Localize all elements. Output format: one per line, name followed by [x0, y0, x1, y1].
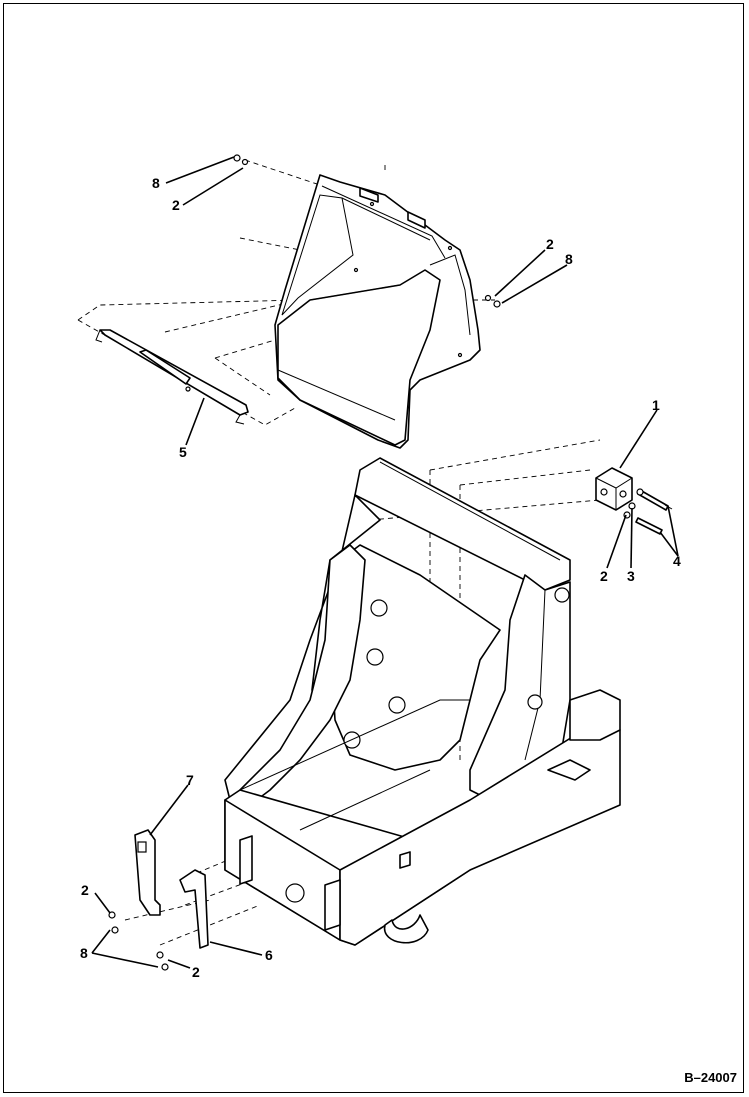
- callout-8: 8: [565, 251, 573, 267]
- drawing-frame: [3, 3, 744, 1093]
- main-frame: [224, 457, 621, 946]
- callout-8: 8: [80, 945, 88, 961]
- part-7-bracket: [134, 829, 161, 916]
- callout-5: 5: [179, 444, 187, 460]
- leader-lines: [91, 156, 679, 969]
- callout-4: 4: [673, 553, 681, 569]
- part-1-valve-block: [595, 467, 633, 511]
- callout-2: 2: [192, 964, 200, 980]
- callout-labels: 8 2 2 8 1 2 3 4 5 7 2 8 2 6: [80, 175, 681, 980]
- callout-1: 1: [652, 397, 660, 413]
- callout-2: 2: [81, 882, 89, 898]
- drawing-number: B–24007: [684, 1070, 737, 1085]
- upper-cover-shroud: [274, 174, 481, 449]
- part-5-bracket: [95, 329, 249, 425]
- callout-2: 2: [172, 197, 180, 213]
- part-6-bracket: [179, 869, 209, 949]
- part-4-bolts: [635, 489, 673, 535]
- callout-6: 6: [265, 947, 273, 963]
- callout-2: 2: [546, 236, 554, 252]
- callout-3: 3: [627, 568, 635, 584]
- callout-7: 7: [186, 772, 194, 788]
- callout-2: 2: [600, 568, 608, 584]
- callout-8: 8: [152, 175, 160, 191]
